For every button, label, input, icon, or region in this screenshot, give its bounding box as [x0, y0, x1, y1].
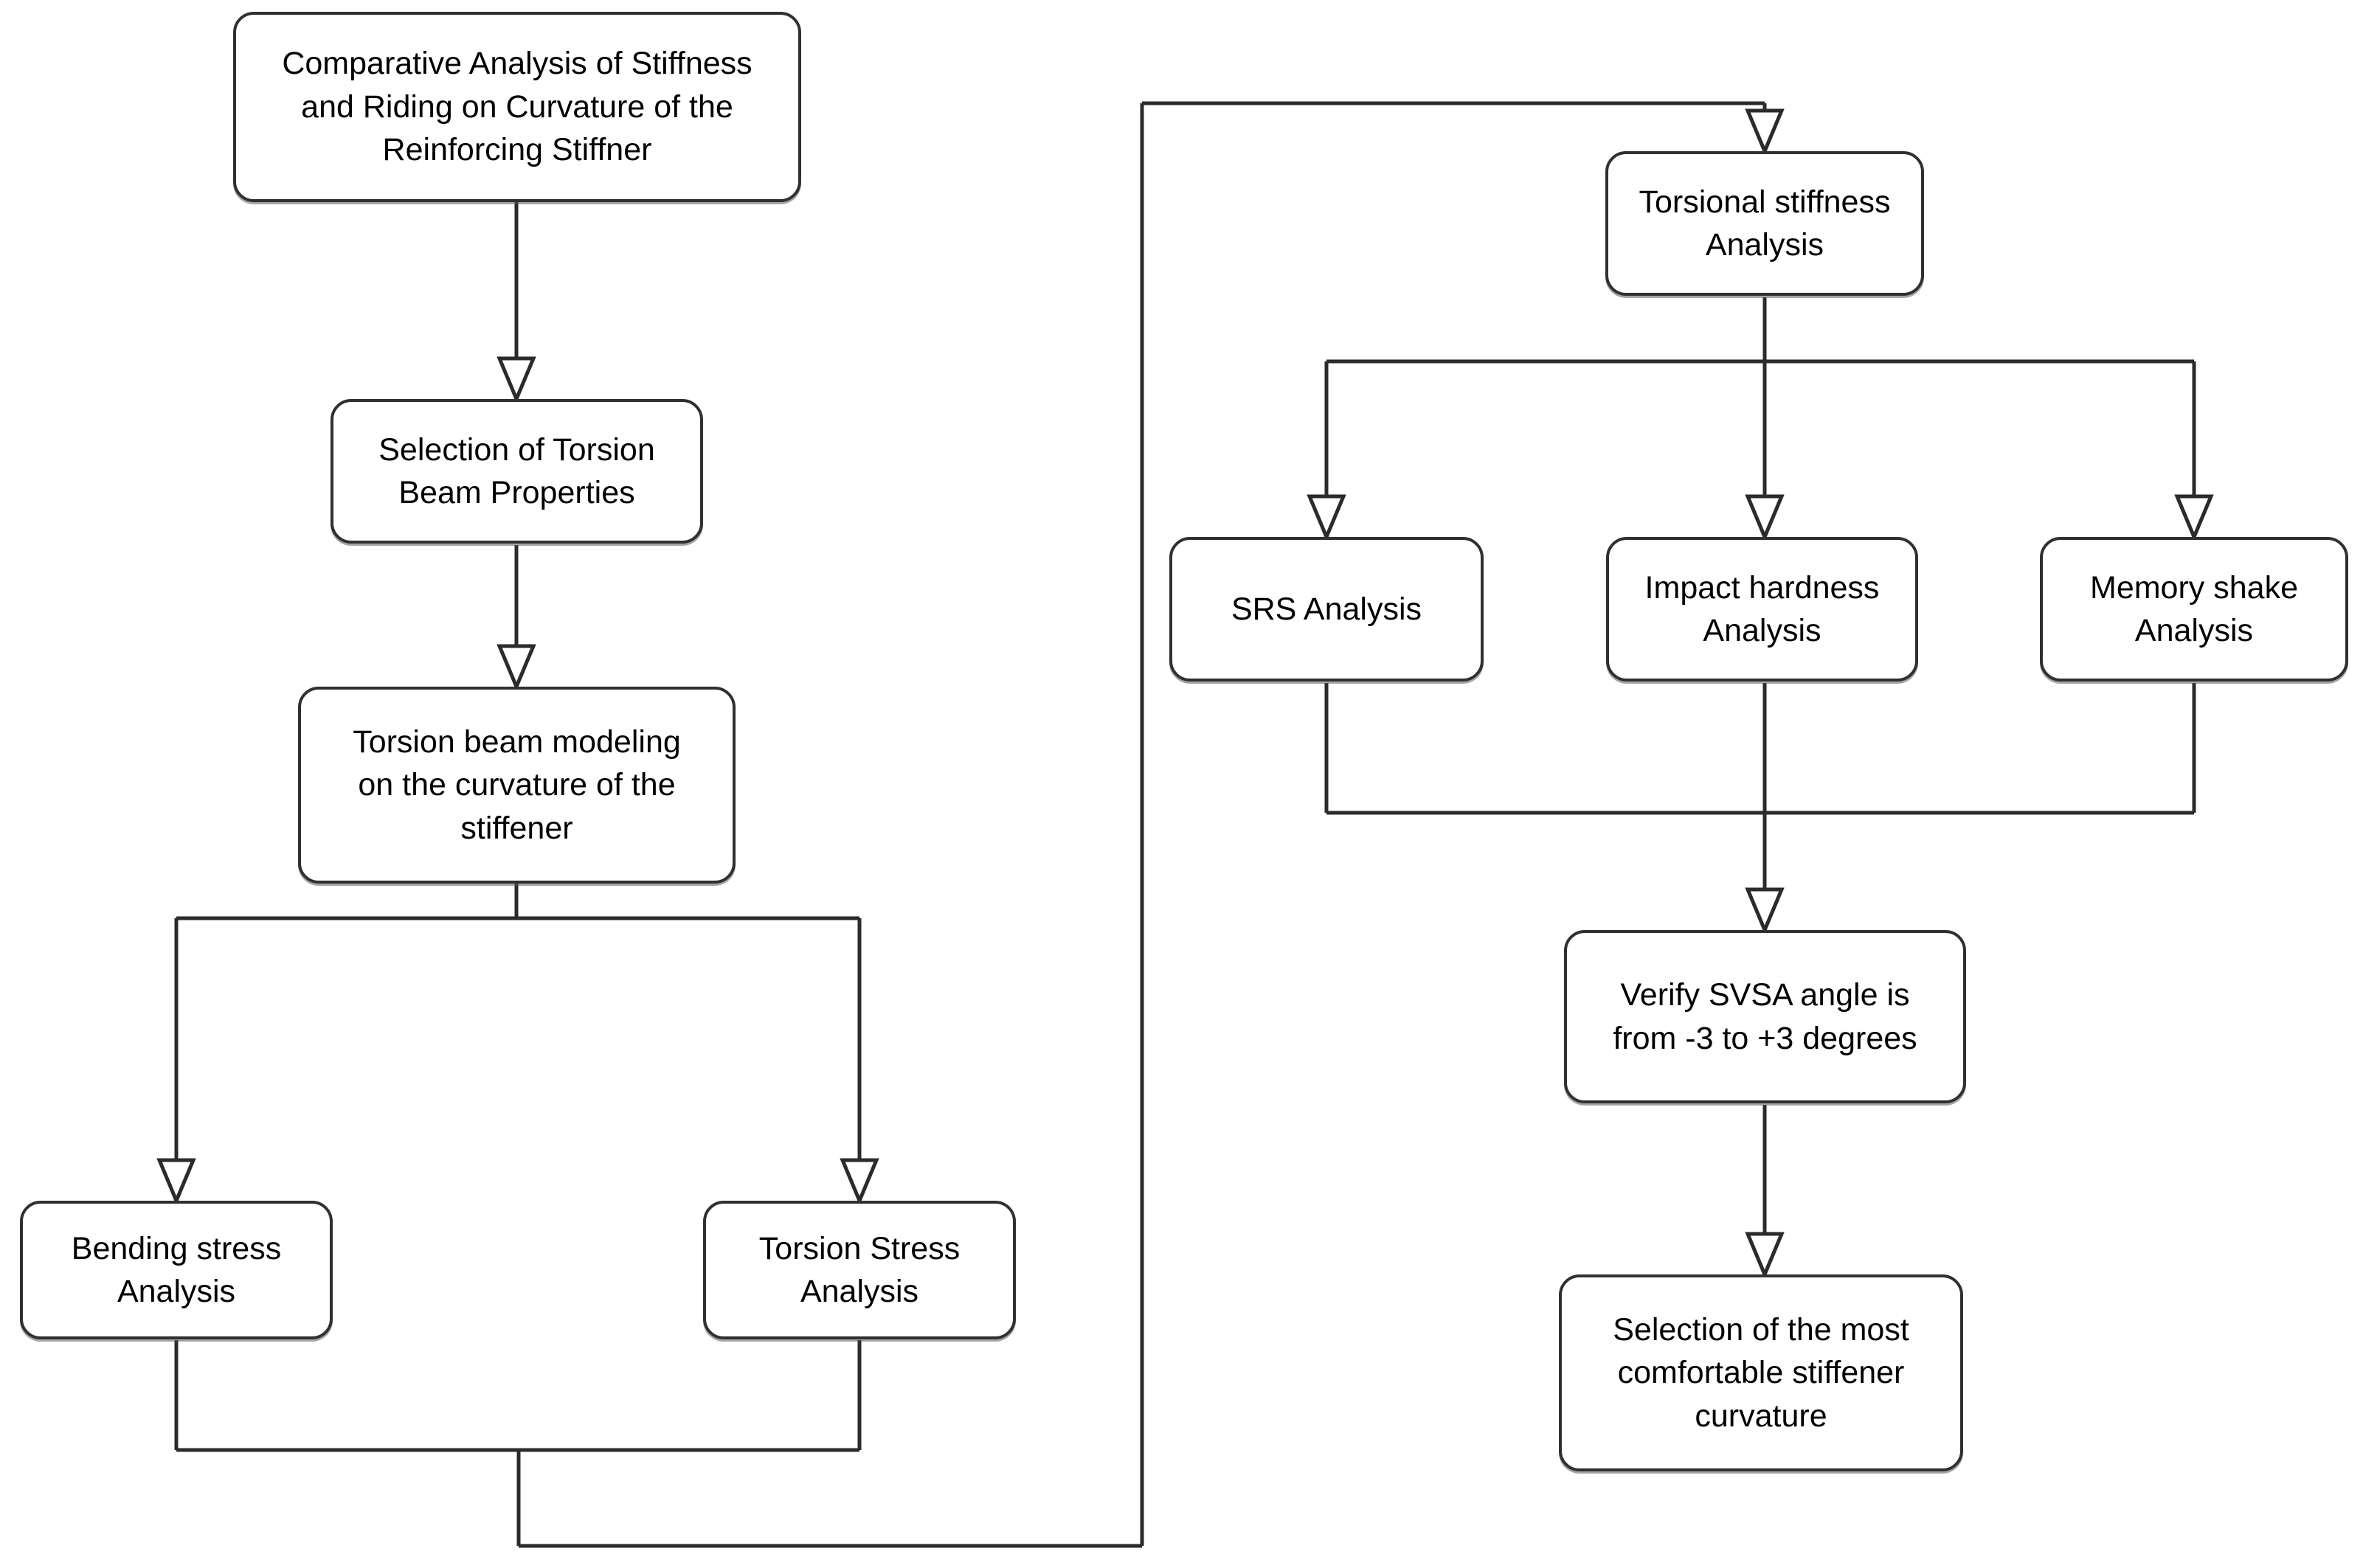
node-verify-svsa-angle: Verify SVSA angle is from -3 to +3 degre… — [1564, 930, 1966, 1103]
node-impact-hardness-analysis-label: Impact hardness Analysis — [1644, 569, 1880, 648]
node-comparative-analysis-label: Comparative Analysis of Stiffness and Ri… — [282, 46, 753, 168]
arrowhead-down-icon — [1745, 1232, 1785, 1280]
arrowhead-down-icon — [497, 644, 536, 692]
arrowhead-down-icon — [1745, 887, 1785, 935]
node-memory-shake-analysis: Memory shake Analysis — [2040, 537, 2348, 681]
arrowhead-down-icon — [497, 356, 536, 404]
arrowhead-down-icon — [2174, 494, 2214, 542]
node-torsion-beam-modeling-label: Torsion beam modeling on the curvature o… — [353, 724, 681, 846]
node-selection-torsion-beam: Selection of Torsion Beam Properties — [331, 399, 703, 544]
edge-modeling-split — [174, 884, 862, 1163]
node-torsion-stress-analysis: Torsion Stress Analysis — [703, 1201, 1016, 1339]
node-verify-svsa-angle-label: Verify SVSA angle is from -3 to +3 degre… — [1613, 977, 1917, 1056]
node-bending-stress-analysis: Bending stress Analysis — [20, 1201, 333, 1339]
node-torsional-stiffness-analysis: Torsional stiffness Analysis — [1605, 151, 1924, 296]
node-selection-comfortable-curvature-label: Selection of the most comfortable stiffe… — [1613, 1311, 1909, 1434]
arrowhead-down-icon — [1307, 494, 1346, 542]
node-bending-stress-analysis-label: Bending stress Analysis — [71, 1230, 282, 1309]
node-impact-hardness-analysis: Impact hardness Analysis — [1606, 537, 1918, 681]
arrowhead-down-icon — [156, 1158, 196, 1206]
node-torsional-stiffness-analysis-label: Torsional stiffness Analysis — [1639, 184, 1891, 263]
node-memory-shake-analysis-label: Memory shake Analysis — [2090, 569, 2298, 648]
node-srs-analysis: SRS Analysis — [1169, 537, 1484, 681]
node-torsion-stress-analysis-label: Torsion Stress Analysis — [758, 1230, 961, 1309]
node-srs-analysis-label: SRS Analysis — [1231, 591, 1422, 627]
arrowhead-down-icon — [1745, 494, 1785, 542]
arrowhead-down-icon — [1745, 108, 1785, 156]
node-torsion-beam-modeling: Torsion beam modeling on the curvature o… — [298, 687, 736, 884]
arrowhead-down-icon — [840, 1158, 879, 1206]
node-comparative-analysis: Comparative Analysis of Stiffness and Ri… — [233, 12, 801, 202]
node-selection-torsion-beam-label: Selection of Torsion Beam Properties — [378, 431, 655, 510]
edge-stress-merge-to-stiffness — [174, 101, 1767, 1548]
edge-stiffness-branches — [1324, 297, 2196, 499]
node-selection-comfortable-curvature: Selection of the most comfortable stiffe… — [1559, 1274, 1963, 1471]
edge-analyses-merge-verify — [1324, 683, 2196, 892]
